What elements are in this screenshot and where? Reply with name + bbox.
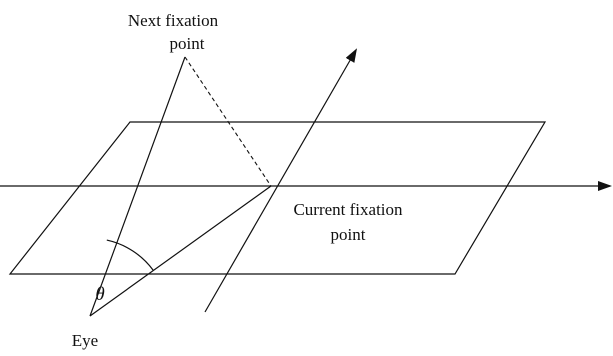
next-fixation-label-line2: point: [170, 34, 205, 53]
plane-parallelogram: [8, 121, 547, 275]
angle-theta-label: θ: [95, 284, 104, 305]
oblique-axis-arrow: [204, 48, 357, 313]
saccade-dashed-line: [184, 56, 272, 187]
gaze-line-current: [89, 185, 272, 317]
current-fixation-label-line2: point: [331, 225, 366, 244]
gaze-line-next: [89, 56, 186, 317]
next-fixation-label-line1: Next fixation: [128, 11, 219, 30]
current-fixation-label-line1: Current fixation: [293, 200, 403, 219]
angle-arc: [106, 239, 154, 271]
eye-label: Eye: [72, 331, 98, 350]
